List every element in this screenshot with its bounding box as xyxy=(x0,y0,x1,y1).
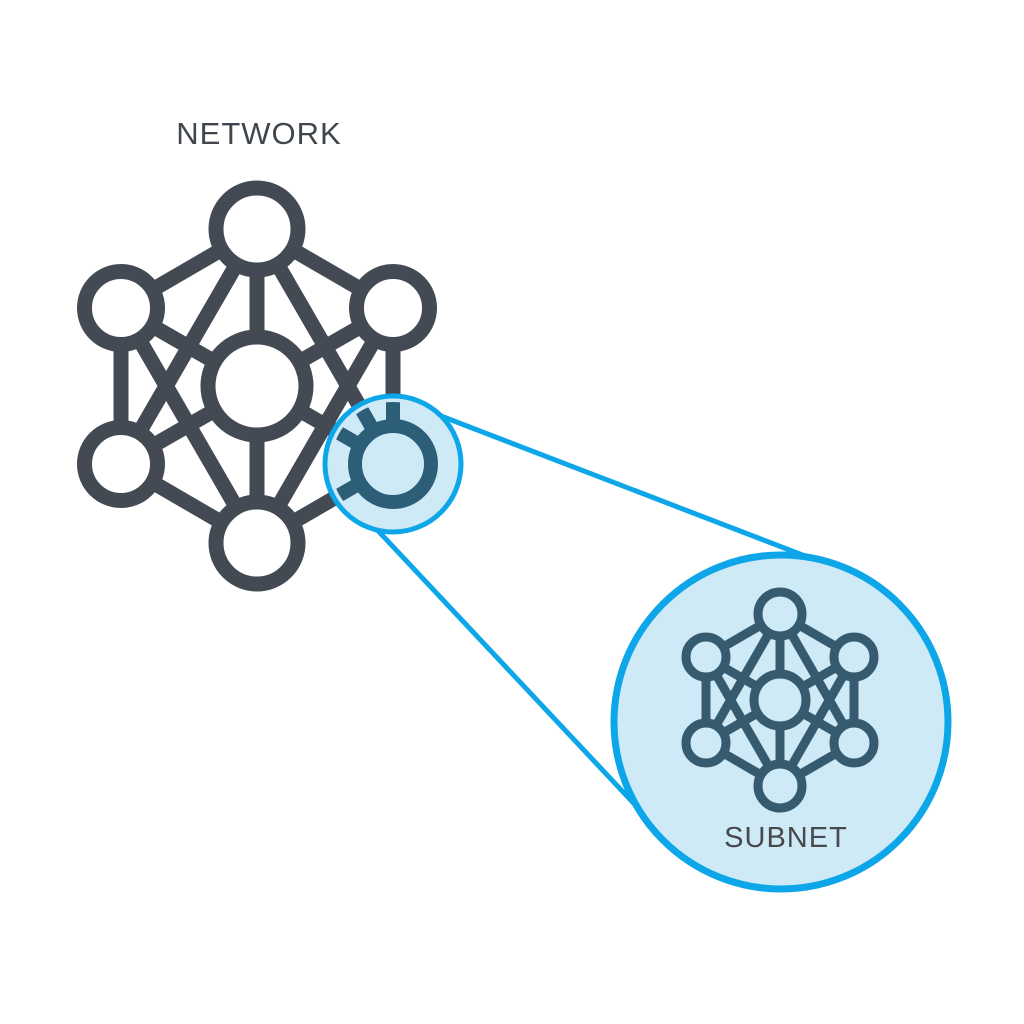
network-node-t xyxy=(208,180,306,278)
subnet-node-b xyxy=(753,759,807,813)
network-label: NETWORK xyxy=(176,116,342,151)
highlight-disc-outline xyxy=(322,393,464,535)
subnet-graph xyxy=(681,587,879,813)
callout-line-bottom xyxy=(365,517,643,813)
network-node-b xyxy=(208,494,306,592)
subnet-node-c xyxy=(749,669,811,731)
network-node-ur xyxy=(349,264,437,352)
subnet-label: SUBNET xyxy=(724,822,848,854)
subnet-node-t xyxy=(753,587,807,641)
subnet-node-ur xyxy=(829,632,879,682)
highlight-stub xyxy=(331,402,400,468)
subnet-node-ul xyxy=(681,632,731,682)
network-node-c xyxy=(200,329,314,443)
subnet-node-lr xyxy=(829,718,879,768)
subnet-node-ll xyxy=(681,718,731,768)
network-node-ll xyxy=(77,420,165,508)
highlighted-node-ring xyxy=(348,419,438,509)
network-node-ul xyxy=(77,264,165,352)
